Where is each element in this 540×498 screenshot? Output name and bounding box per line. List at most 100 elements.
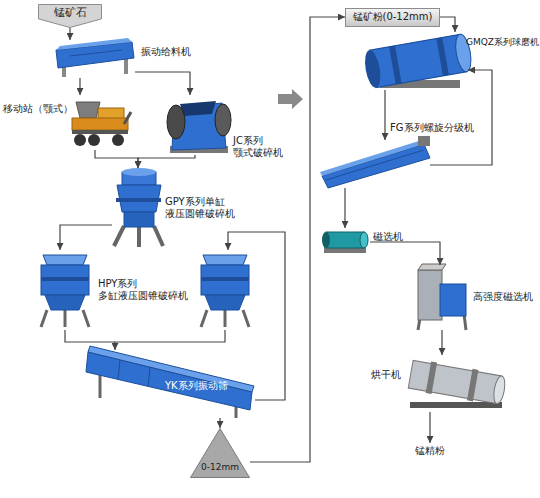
rotary-dryer-illustration <box>408 358 507 406</box>
product-pile: 0-12mm <box>190 428 250 478</box>
material-box: 锰矿石 <box>38 4 102 28</box>
mobile-station-illustration <box>88 134 100 146</box>
flow-arrow <box>228 232 285 400</box>
cone-crusher-illustration <box>122 168 156 176</box>
vibrating-screen-illustration <box>86 346 254 418</box>
cone-crusher-illustration <box>154 226 163 246</box>
vibrating-feeder: 振动给料机 <box>55 40 135 78</box>
magnetic-separator-illustration <box>322 232 368 253</box>
multi-cylinder-crusher-illustration <box>205 295 245 310</box>
multi-cylinder-crusher-illustration <box>45 295 85 310</box>
rotary-dryer-illustration <box>410 402 502 408</box>
flow-arrow <box>250 17 345 462</box>
multi-cylinder-crusher-illustration <box>243 310 249 327</box>
multi-cylinder-crusher-illustration <box>224 310 227 327</box>
multi-cylinder-crusher-illustration <box>41 255 89 327</box>
jaw-crusher-illustration <box>180 101 216 116</box>
merge-line <box>65 330 115 342</box>
machine-label: GPY系列单缸 液压圆锥破碎机 <box>165 196 241 220</box>
feeder-illustration <box>70 50 122 56</box>
multi-cylinder-crusher-illustration <box>201 255 249 327</box>
box-text: 锰精粉 <box>400 445 460 457</box>
spiral-classifier-illustration <box>320 136 430 188</box>
machine-label: YK系列振动筛 <box>165 380 237 392</box>
machine-label: HPY系列 多缸液压圆锥破碎机 <box>98 278 198 302</box>
spiral-classifier: FG系列螺旋分级机 <box>320 140 430 188</box>
flow-arrow <box>60 225 112 250</box>
high-intensity-separator-illustration <box>440 284 466 316</box>
cone-crusher-illustration <box>116 198 161 202</box>
vibrating-screen-illustration <box>118 360 120 380</box>
flow-arrow <box>135 72 190 95</box>
machine-label: FG系列螺旋分级机 <box>390 122 485 134</box>
magnetic-separator-illustration <box>360 232 368 248</box>
flow-arrow <box>440 17 455 32</box>
machine-label: 磁选机 <box>373 231 413 243</box>
high-intensity-separator-illustration <box>418 264 466 330</box>
rotary-dryer-illustration <box>426 362 437 395</box>
multi-cylinder-crusher-illustration <box>41 265 89 295</box>
cone-crusher: GPY系列单缸 液压圆锥破碎机 <box>112 168 165 248</box>
mobile-station-illustration <box>74 134 86 146</box>
machine-label: 移动站（颚式） <box>3 103 77 115</box>
jaw-crusher: JC系列 颚式破碎机 <box>165 95 232 155</box>
flow-arrow <box>115 330 225 350</box>
mobile-station-illustration <box>124 112 131 124</box>
final-product: 锰精粉 <box>400 443 460 459</box>
jaw-crusher-illustration <box>167 105 185 139</box>
flow-arrow <box>441 330 442 355</box>
vibrating-screen-illustration <box>88 346 254 392</box>
ball-mill-illustration <box>369 34 466 87</box>
cone-crusher-pair: HPY系列 多缸液压圆锥破碎机 <box>30 250 260 330</box>
cone-crusher-illustration <box>124 212 154 227</box>
feeder-illustration <box>56 38 134 77</box>
feeder-illustration <box>56 38 132 50</box>
machine-label: 烘干机 <box>371 369 405 381</box>
flow-arrow <box>138 155 195 168</box>
box-text: 0-12mm <box>190 461 250 473</box>
transfer-arrow <box>278 89 303 109</box>
flow-arrow <box>429 412 430 443</box>
spiral-classifier-illustration <box>326 150 424 180</box>
machine-label: 高强度磁选机 <box>473 291 539 303</box>
multi-cylinder-crusher-illustration <box>64 310 67 327</box>
multi-cylinder-crusher-illustration <box>83 310 89 327</box>
rotary-dryer-illustration <box>408 358 507 408</box>
magnetic-separator-illustration <box>322 232 330 248</box>
flow-arrow <box>430 70 492 165</box>
ball-mill-illustration <box>436 37 449 75</box>
machine-label: 振动给料机 <box>141 46 211 58</box>
pile-triangle <box>191 429 250 478</box>
multi-cylinder-crusher-illustration <box>201 265 249 295</box>
multi-cylinder-crusher-illustration <box>203 255 247 265</box>
rotary-dryer-illustration <box>408 360 501 403</box>
flow-arrow <box>370 242 440 265</box>
ball-mill: GMQZ系列球磨机 <box>368 32 468 90</box>
spiral-classifier-illustration <box>322 144 430 188</box>
ball-mill-illustration <box>363 33 474 89</box>
merge-line <box>65 330 115 342</box>
material-box: 锰矿粉(0-12mm) <box>345 8 440 27</box>
jaw-crusher-illustration <box>167 101 231 153</box>
cone-crusher-illustration <box>117 185 161 212</box>
mobile-station-illustration <box>72 130 128 134</box>
rotary-dryer-illustration <box>492 375 507 404</box>
magnetic-separator: 高强度磁选机 <box>415 265 470 330</box>
vibrating-screen: YK系列振动筛 <box>85 350 255 418</box>
magnetic-separator: 磁选机 <box>320 228 370 255</box>
flow-arrow <box>344 188 345 228</box>
box-text: 锰矿石 <box>38 7 102 19</box>
multi-cylinder-crusher-illustration <box>41 277 89 281</box>
flow-arrow <box>384 90 385 140</box>
rotary-dryer: 烘干机 <box>405 355 505 412</box>
vibrating-screen-illustration <box>86 352 252 410</box>
flow-arrow <box>95 150 138 168</box>
mobile-station-illustration <box>72 102 131 146</box>
multi-cylinder-crusher-illustration <box>201 310 207 327</box>
cone-crusher-illustration <box>137 226 141 247</box>
vibrating-screen-illustration <box>148 367 150 387</box>
jaw-crusher-illustration <box>215 104 231 136</box>
machine-label: GMQZ系列球磨机 <box>466 36 538 48</box>
